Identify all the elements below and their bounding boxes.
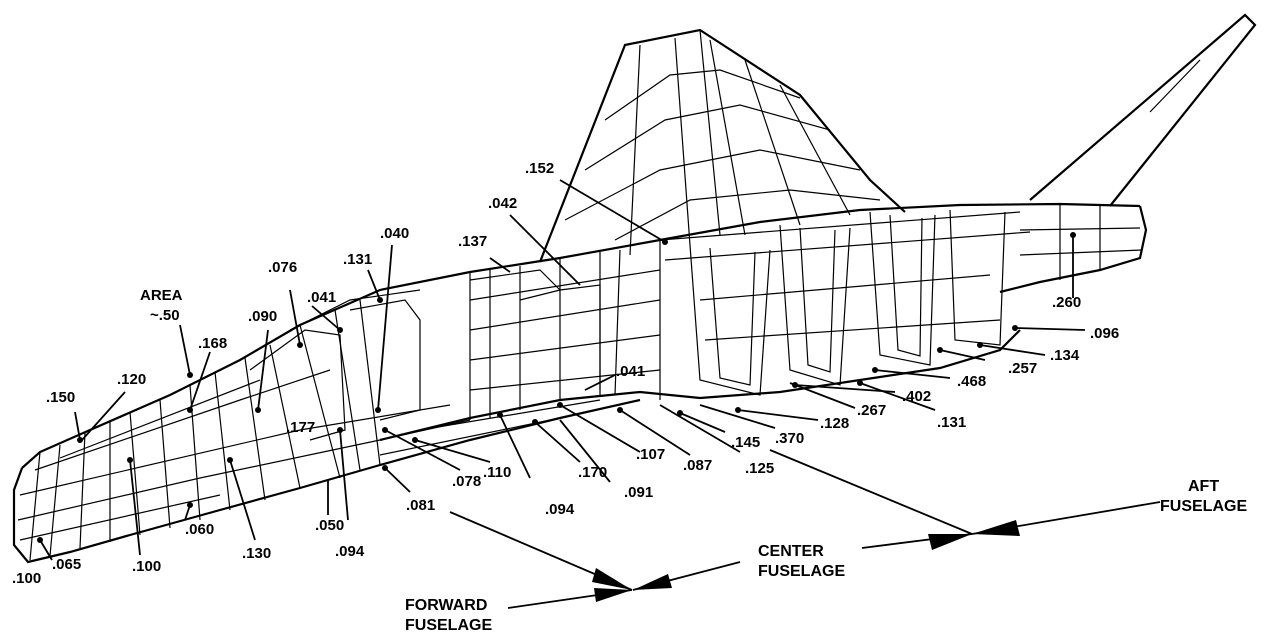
label-fwd-040: .040 bbox=[380, 225, 409, 242]
label-fwd-177: .177 bbox=[286, 419, 315, 436]
aft-fuselage-label-line1: AFT bbox=[1188, 478, 1219, 495]
center-fuselage-label-line1: CENTER bbox=[758, 543, 824, 560]
label-fwd-130: .130 bbox=[242, 545, 271, 562]
leader-lines bbox=[39, 179, 1086, 561]
area-label: AREA bbox=[140, 287, 183, 304]
label-fwd-168: .168 bbox=[198, 335, 227, 352]
label-ctr-125: .125 bbox=[745, 460, 774, 477]
label-ctr-370: .370 bbox=[775, 430, 804, 447]
thickness-labels: AREA ~.50 .150 .120 .168 .090 .076 .041 … bbox=[12, 160, 1119, 587]
label-ctr-087: .087 bbox=[683, 457, 712, 474]
label-fwd-081: .081 bbox=[406, 497, 435, 514]
area-value-label: ~.50 bbox=[150, 307, 180, 324]
label-aft-096: .096 bbox=[1090, 325, 1119, 342]
label-nose-100-mid: .100 bbox=[132, 558, 161, 575]
label-ctr-145: .145 bbox=[731, 434, 760, 451]
label-ctr-042: .042 bbox=[488, 195, 517, 212]
label-ctr-107: .107 bbox=[636, 446, 665, 463]
vertical-tail bbox=[538, 28, 906, 263]
center-fuselage-label-line2: FUSELAGE bbox=[758, 563, 845, 580]
label-ctr-091: .091 bbox=[624, 484, 653, 501]
aft-fuselage-label-line2: FUSELAGE bbox=[1160, 498, 1247, 515]
label-ctr-128: .128 bbox=[820, 415, 849, 432]
horizontal-stabilizer bbox=[1029, 13, 1257, 207]
forward-fuselage-mesh bbox=[17, 289, 451, 561]
label-aft-134: .134 bbox=[1050, 347, 1080, 364]
frames-mesh bbox=[659, 204, 1143, 396]
forward-fuselage-label-line2: FUSELAGE bbox=[405, 617, 492, 634]
leader-dots bbox=[37, 232, 1076, 543]
section-arrows bbox=[449, 449, 1161, 609]
label-fwd-060: .060 bbox=[185, 521, 214, 538]
label-fwd-041-top: .041 bbox=[307, 289, 336, 306]
center-fuselage-mesh bbox=[379, 240, 661, 456]
label-ctr-110: .110 bbox=[483, 464, 511, 481]
label-ctr-041: .041 bbox=[616, 363, 645, 380]
section-labels: FORWARD FUSELAGE CENTER FUSELAGE AFT FUS… bbox=[405, 478, 1247, 634]
label-ctr-078: .078 bbox=[452, 473, 481, 490]
label-ctr-137: .137 bbox=[458, 233, 487, 250]
label-fwd-094-low: .094 bbox=[335, 543, 365, 560]
label-aft-257: .257 bbox=[1008, 360, 1037, 377]
label-nose-100-bottom: .100 bbox=[12, 570, 41, 587]
label-ctr-152: .152 bbox=[525, 160, 554, 177]
label-nose-120: .120 bbox=[117, 371, 146, 388]
label-ctr-267: .267 bbox=[857, 402, 886, 419]
label-nose-065: .065 bbox=[52, 556, 81, 573]
label-fwd-131-top: .131 bbox=[343, 251, 372, 268]
label-ctr-131: .131 bbox=[937, 414, 966, 431]
label-fwd-076: .076 bbox=[268, 259, 297, 276]
label-ctr-170: .170 bbox=[578, 464, 607, 481]
label-fwd-090: .090 bbox=[248, 308, 277, 325]
label-aft-468: .468 bbox=[957, 373, 986, 390]
forward-fuselage-label-line1: FORWARD bbox=[405, 597, 487, 614]
label-fwd-050: .050 bbox=[315, 517, 344, 534]
label-ctr-402: .402 bbox=[902, 388, 931, 405]
label-aft-260: .260 bbox=[1052, 294, 1081, 311]
label-nose-150: .150 bbox=[46, 389, 75, 406]
label-ctr-094: .094 bbox=[545, 501, 575, 518]
